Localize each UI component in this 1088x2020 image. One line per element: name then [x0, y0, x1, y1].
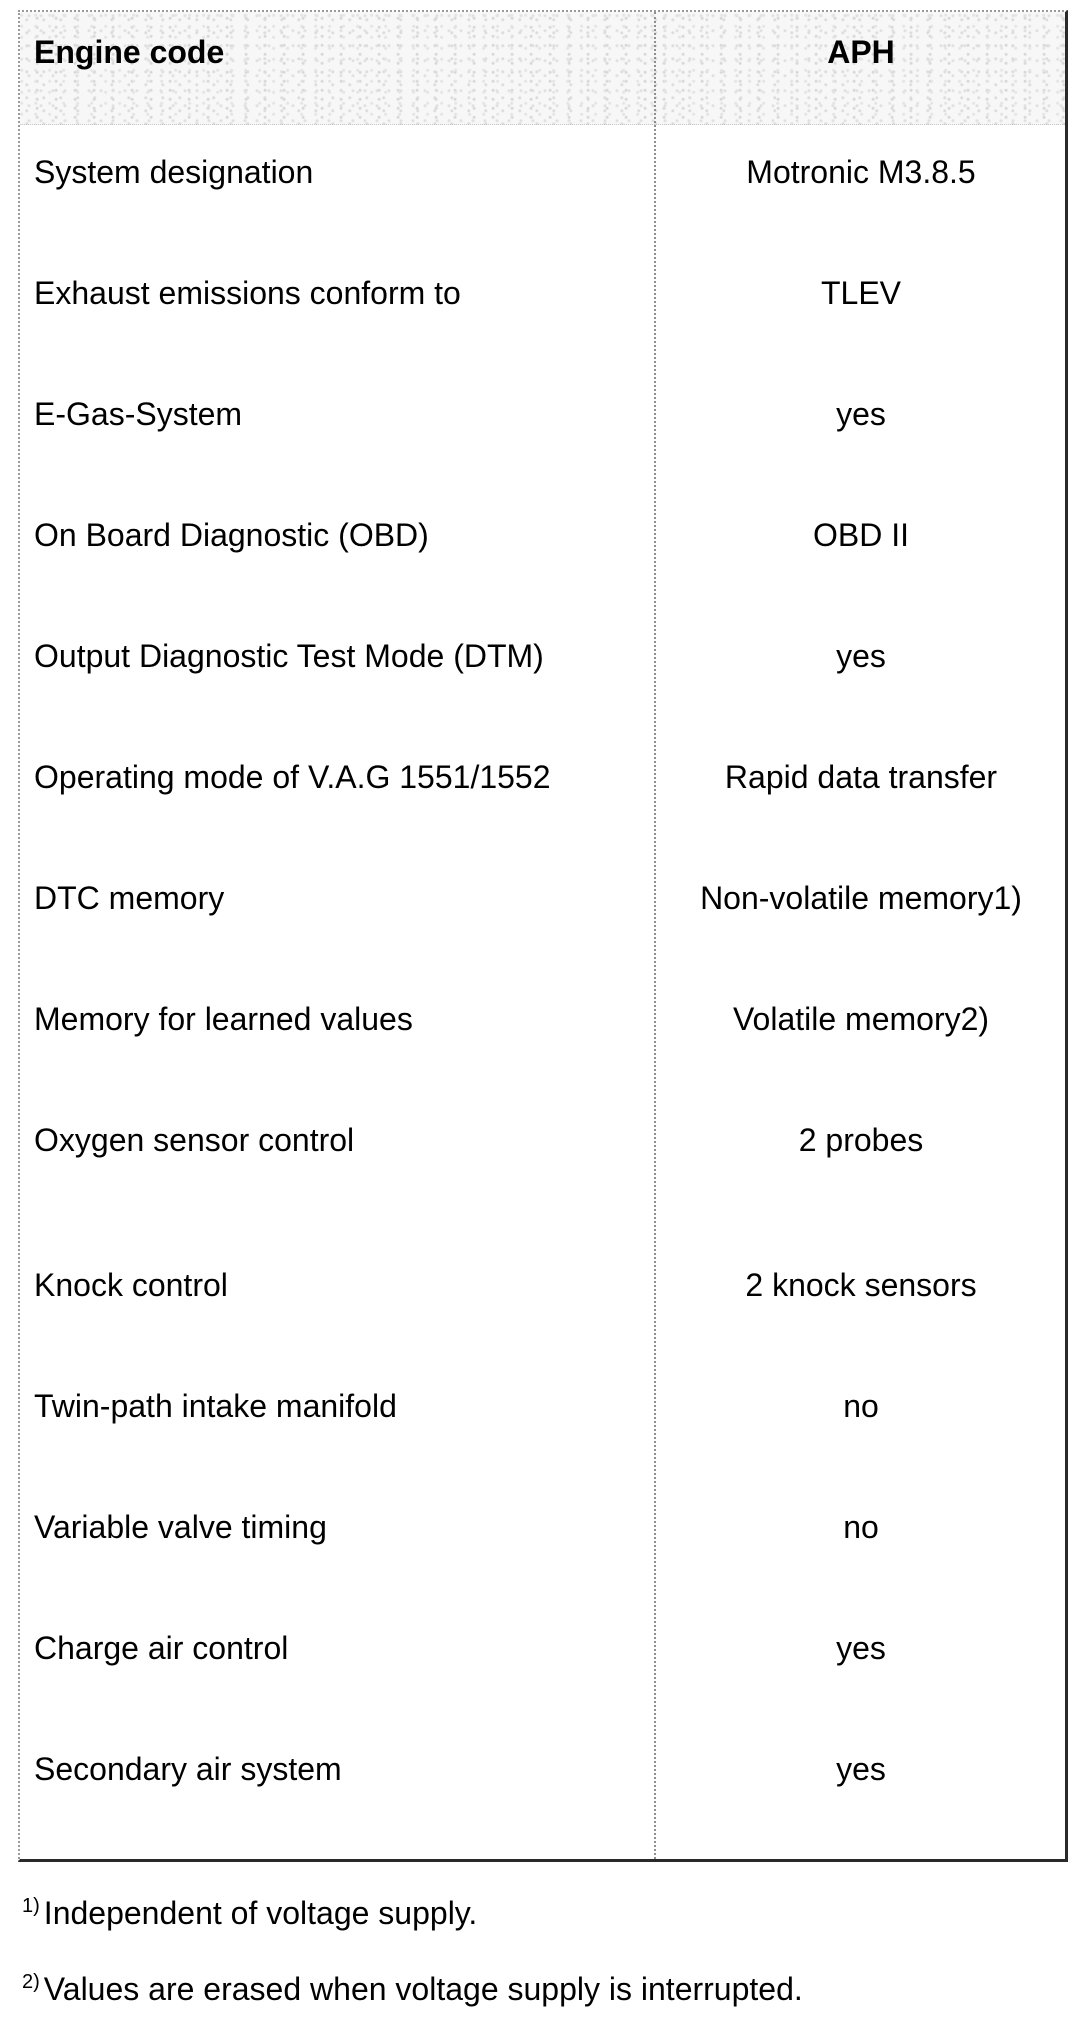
footnote-2: 2)Values are erased when voltage supply … — [22, 1964, 803, 2007]
table-row: Operating mode of V.A.G 1551/1552 Rapid … — [20, 747, 1065, 807]
row-value: yes — [836, 638, 886, 674]
header-value: APH — [827, 34, 895, 70]
table-row: Variable valve timing no — [20, 1497, 1065, 1557]
table-row: Knock control 2 knock sensors — [20, 1255, 1065, 1315]
table-row: On Board Diagnostic (OBD) OBD II — [20, 505, 1065, 565]
footnote-marker: 1) — [22, 1895, 40, 1917]
row-value: no — [843, 1509, 879, 1545]
row-label: Oxygen sensor control — [34, 1122, 355, 1158]
row-value: yes — [836, 396, 886, 432]
row-label: On Board Diagnostic (OBD) — [34, 517, 429, 553]
row-value: Motronic M3.8.5 — [746, 154, 976, 190]
row-value: no — [843, 1388, 879, 1424]
footnote-marker: 2) — [22, 1971, 40, 1993]
row-label: Twin-path intake manifold — [34, 1388, 397, 1424]
table-row: Memory for learned values Volatile memor… — [20, 989, 1065, 1049]
row-value: yes — [836, 1630, 886, 1666]
row-label: Secondary air system — [34, 1751, 342, 1787]
table-row: Exhaust emissions conform to TLEV — [20, 263, 1065, 323]
table-row: E-Gas-System yes — [20, 384, 1065, 444]
table-row: Charge air control yes — [20, 1618, 1065, 1678]
footnote-text: Independent of voltage supply. — [43, 1895, 478, 1931]
row-label: System designation — [34, 154, 314, 190]
row-label: Memory for learned values — [34, 1001, 413, 1037]
table-row: Oxygen sensor control 2 probes — [20, 1110, 1065, 1170]
footnote-text: Values are erased when voltage supply is… — [43, 1971, 803, 2007]
table-row: Twin-path intake manifold no — [20, 1376, 1065, 1436]
row-label: Knock control — [34, 1267, 228, 1303]
row-label: Variable valve timing — [34, 1509, 327, 1545]
row-value: OBD II — [812, 517, 909, 553]
footnote-1: 1)Independent of voltage supply. — [22, 1888, 477, 1931]
row-value: Volatile memory2) — [732, 1001, 990, 1037]
row-label: Operating mode of V.A.G 1551/1552 — [34, 759, 551, 795]
table-row: System designation Motronic M3.8.5 — [20, 142, 1065, 202]
row-value: 2 probes — [798, 1122, 924, 1158]
row-label: Exhaust emissions conform to — [34, 275, 461, 311]
row-label: Charge air control — [34, 1630, 289, 1666]
table-row: DTC memory Non-volatile memory1) — [20, 868, 1065, 928]
row-label: E-Gas-System — [34, 396, 243, 432]
header-label: Engine code — [34, 34, 225, 70]
row-value: yes — [836, 1751, 886, 1787]
table-row: Secondary air system yes — [20, 1739, 1065, 1799]
row-value: TLEV — [820, 275, 902, 311]
table-row: Output Diagnostic Test Mode (DTM) yes — [20, 626, 1065, 686]
engine-spec-table: Engine code APH System designation Motro… — [18, 10, 1068, 1862]
row-label: Output Diagnostic Test Mode (DTM) — [34, 638, 544, 674]
row-value: 2 knock sensors — [745, 1267, 977, 1303]
row-label: DTC memory — [34, 880, 225, 916]
row-value: Rapid data transfer — [724, 759, 998, 795]
column-divider — [654, 12, 656, 1859]
row-value: Non-volatile memory1) — [700, 880, 1022, 916]
table-header-row: Engine code APH — [20, 12, 1065, 125]
